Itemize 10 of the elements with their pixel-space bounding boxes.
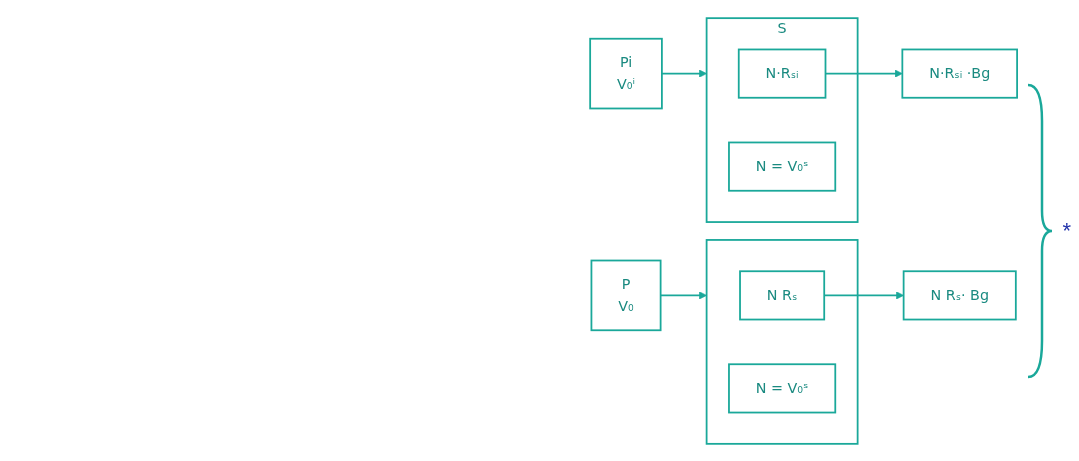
node-box: Pi V₀ⁱ (589, 37, 663, 109)
asterisk-note: * (1062, 217, 1071, 243)
node-box: N = V₀ˢ (728, 141, 837, 192)
cluster (705, 238, 859, 445)
node-box: N Rₛ· Bg (902, 269, 1017, 320)
node-box: N = V₀ˢ (728, 362, 837, 413)
node-box: N Rₛ (739, 269, 826, 320)
node-box: N·Rₛᵢ (738, 48, 827, 99)
node-box: P V₀ (590, 259, 662, 331)
node-box: N·Rₛᵢ ·Bg (901, 48, 1019, 99)
